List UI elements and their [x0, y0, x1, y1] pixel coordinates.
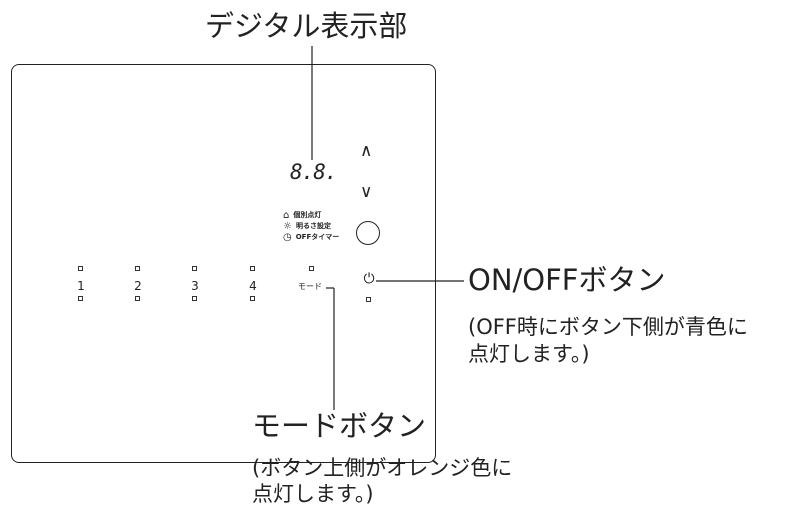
mode-callout-note-line1: (ボタン上側がオレンジ色に: [252, 456, 513, 480]
mode-top-led: [309, 266, 314, 271]
onoff-callout-note-line1: (OFF時にボタン下側が青色に: [468, 315, 748, 339]
clock-icon: ◷: [283, 231, 292, 243]
button-bottom-led: [192, 296, 197, 301]
button-3[interactable]: 3: [185, 266, 205, 306]
button-4[interactable]: 4: [243, 266, 263, 306]
indicator-list: ⌂ 個別点灯 ☼ 明るさ設定 ◷ OFFタイマー: [283, 210, 339, 243]
power-button[interactable]: ⏻: [361, 272, 377, 308]
power-bottom-led: [366, 297, 371, 302]
mode-label: モード: [298, 282, 322, 291]
onoff-callout-note-line2: 点灯します。): [468, 342, 590, 366]
button-top-led: [135, 266, 140, 271]
down-arrow-button[interactable]: ∨: [360, 182, 373, 202]
button-label: 2: [134, 279, 142, 293]
mode-button[interactable]: モード: [296, 266, 328, 296]
sun-icon: ☼: [283, 220, 292, 232]
indicator-label: OFFタイマー: [295, 233, 340, 241]
control-panel: [11, 64, 436, 463]
button-label: 4: [249, 279, 257, 293]
button-bottom-led: [250, 296, 255, 301]
button-2[interactable]: 2: [128, 266, 148, 306]
display-section-title: デジタル表示部: [205, 9, 408, 43]
indicator-label: 明るさ設定: [295, 222, 331, 230]
indicator-label: 個別点灯: [293, 211, 322, 219]
button-label: 1: [77, 279, 85, 293]
up-arrow-button[interactable]: ∧: [360, 141, 373, 161]
button-bottom-led: [135, 296, 140, 301]
mode-callout-note-line2: 点灯します。): [252, 482, 374, 506]
button-1[interactable]: 1: [71, 266, 91, 306]
button-top-led: [192, 266, 197, 271]
round-button[interactable]: [356, 221, 380, 245]
button-top-led: [250, 266, 255, 271]
indicator-off-timer: ◷ OFFタイマー: [283, 232, 339, 243]
button-label: 3: [191, 279, 199, 293]
indicator-individual: ⌂ 個別点灯: [283, 210, 339, 221]
power-icon: ⏻: [363, 271, 375, 287]
digital-display: 8.8.: [290, 160, 338, 184]
onoff-callout-title: ON/OFFボタン: [468, 263, 666, 297]
indicator-brightness: ☼ 明るさ設定: [283, 221, 339, 232]
button-bottom-led: [78, 296, 83, 301]
house-icon: ⌂: [283, 209, 290, 221]
button-top-led: [78, 266, 83, 271]
mode-callout-title: モードボタン: [252, 409, 427, 443]
